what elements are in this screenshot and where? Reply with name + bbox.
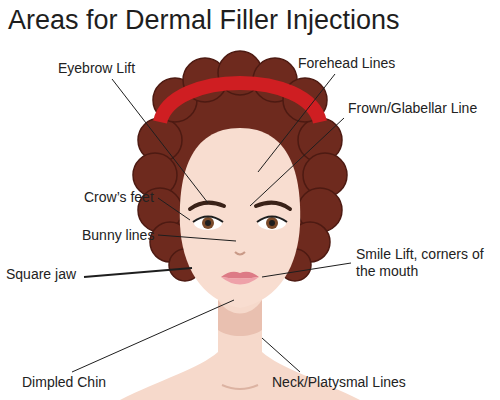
area-label: Smile Lift, corners of the mouth xyxy=(356,246,494,280)
area-label: Bunny lines xyxy=(82,227,154,244)
eyebrow xyxy=(256,203,290,209)
eyes xyxy=(193,216,287,230)
area-label: Forehead Lines xyxy=(298,55,395,72)
upper-lip xyxy=(221,272,259,279)
headband xyxy=(160,83,320,122)
area-label: Frown/Glabellar Line xyxy=(348,100,477,117)
face xyxy=(180,128,300,308)
lower-lip xyxy=(221,277,259,285)
area-label: Square jaw xyxy=(6,266,76,283)
eyebrow xyxy=(190,203,224,209)
diagram-title: Areas for Dermal Filler Injections xyxy=(8,4,400,36)
nose xyxy=(235,252,245,255)
area-label: Crow’s feet xyxy=(84,189,154,206)
area-label: Dimpled Chin xyxy=(22,374,106,391)
leader-lines xyxy=(72,74,351,372)
area-label: Neck/Platysmal Lines xyxy=(272,374,406,391)
area-label: Eyebrow Lift xyxy=(58,60,135,77)
collarbone xyxy=(222,385,258,389)
